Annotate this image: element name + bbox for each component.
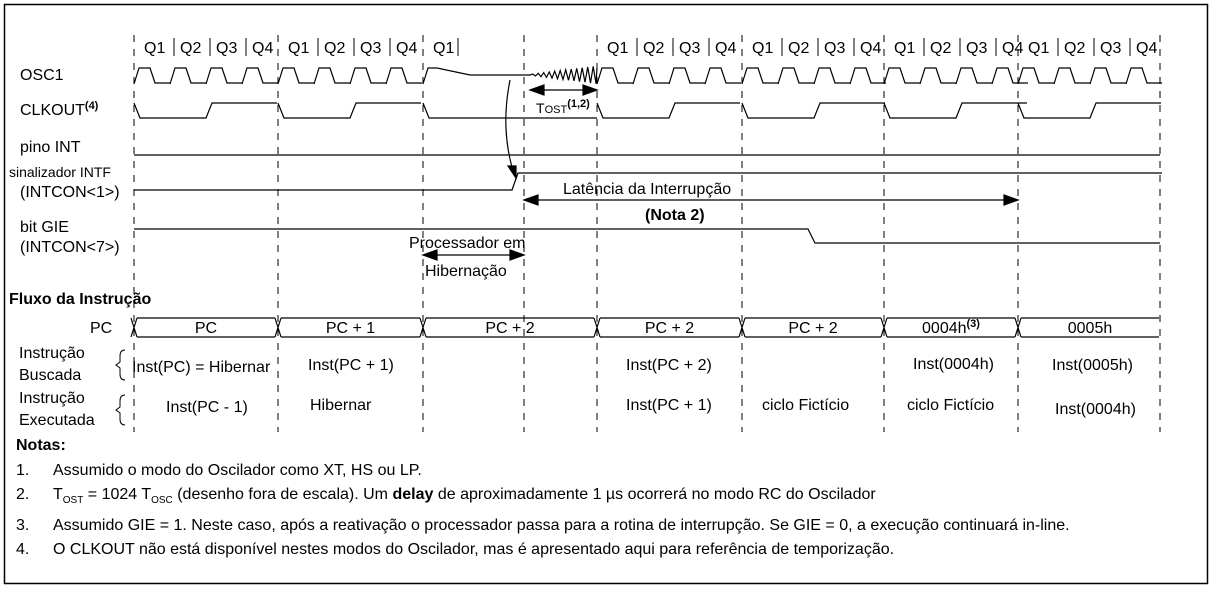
quarter-label: Q2 [180, 40, 201, 57]
tost-arrow-head [528, 84, 545, 96]
nota2-label: (Nota 2) [645, 207, 705, 224]
latency-label: Latência da Interrupção [563, 181, 731, 198]
note-1: 1.Assumido o modo do Oscilador como XT, … [16, 461, 422, 479]
executed-label: Instrução [19, 390, 85, 407]
fetched-cell: Inst(PC + 2) [626, 357, 712, 374]
clkout-label: CLKOUT(4) [20, 100, 99, 119]
notes-title: Notas: [16, 437, 66, 454]
pc-bus-segment [593, 317, 739, 338]
executed-brace [115, 394, 126, 426]
pc-bus-segment [738, 317, 881, 338]
wake-arrow [505, 79, 515, 175]
gie-wave [134, 228, 1160, 244]
pc-value: PC [195, 320, 217, 337]
executed-cell: ciclo Fictício [907, 397, 994, 414]
pc-value: PC + 2 [645, 320, 694, 337]
pc-bus-segment [419, 317, 594, 338]
notes: Notas: 1.Assumido o modo do Oscilador co… [16, 434, 1196, 563]
pc-bus-segment [1014, 317, 1159, 338]
cycle-boundaries [133, 35, 1161, 432]
executed-cell: ciclo Fictício [762, 397, 849, 414]
quarter-label: Q1 [1028, 40, 1049, 57]
pc-value: PC + 2 [485, 320, 534, 337]
pc-value: 0005h [1068, 320, 1113, 337]
latency-arrow-head [522, 194, 539, 206]
frame-border [3, 3, 1209, 585]
fetched-cell: Inst(PC + 1) [308, 357, 394, 374]
fetched-label-2: Buscada [19, 367, 81, 384]
quarter-label: Q4 [1002, 40, 1023, 57]
quarter-label: Q1 [894, 40, 915, 57]
intf-label: sinalizador INTF [9, 164, 111, 180]
tost-arrow-head [582, 84, 599, 96]
quarter-labels: Q1 Q2 Q3 Q4 Q1 Q2 Q3 Q4 Q1 Q2 Q3 Q4 Q1 Q2 Q3 Q4 Q1 Q2 Q3 Q4… [144, 38, 1157, 57]
quarter-label: Q2 [324, 40, 345, 57]
tost-label: TOST(1,2) [536, 98, 590, 116]
fetched-cell: Inst(0005h) [1052, 357, 1133, 374]
pc-values: PC PC + 1 PC + 2 PC + 2 PC + 2 0004h(3) 0005h [195, 318, 1112, 337]
gie-register-label: (INTCON<7>) [20, 239, 120, 256]
quarter-label: Q3 [216, 40, 237, 57]
pc-bus-segment [274, 317, 420, 338]
executed-cell: Inst(PC + 1) [626, 397, 712, 414]
sleep-arrow-head [509, 249, 526, 261]
pc-bus-segment [130, 317, 275, 338]
sleep-arrow-head [421, 249, 438, 261]
pc-value: 0004h(3) [922, 318, 980, 337]
quarter-label: Q4 [252, 40, 273, 57]
quarter-label: Q3 [966, 40, 987, 57]
quarter-label: Q4 [860, 40, 881, 57]
fetched-brace [115, 349, 126, 381]
pc-value: PC + 1 [326, 320, 375, 337]
quarter-label: Q2 [1064, 40, 1085, 57]
latency-arrow-head [1003, 194, 1020, 206]
pc-value: PC + 2 [788, 320, 837, 337]
note-4: 4.O CLKOUT não está disponível nestes mo… [16, 541, 895, 559]
quarter-label: Q1 [752, 40, 773, 57]
wake-arrow-head [506, 165, 517, 180]
note-2: 2.TOST = 1024 TOSC (desenho fora de esca… [16, 486, 876, 507]
gie-label: bit GIE [20, 219, 69, 236]
quarter-label: Q1 [607, 40, 628, 57]
quarter-label: Q3 [360, 40, 381, 57]
quarter-label: Q3 [679, 40, 700, 57]
quarter-label: Q4 [715, 40, 736, 57]
executed-label-2: Executada [19, 412, 95, 429]
pc-label: PC [90, 320, 112, 337]
clkout-wave [133, 102, 1161, 119]
note-3: 3.Assumido GIE = 1. Neste caso, após a r… [16, 516, 1070, 534]
quarter-label: Q2 [930, 40, 951, 57]
fetched-cell: Inst(PC) = Hibernar [132, 359, 271, 376]
pino-int-label: pino INT [20, 139, 81, 156]
executed-cell: Hibernar [310, 397, 372, 414]
quarter-label: Q2 [643, 40, 664, 57]
sleep-label-2: Hibernação [425, 263, 507, 280]
flow-title: Fluxo da Instrução [9, 291, 151, 308]
fetched-cell: Inst(0004h) [913, 356, 994, 373]
waveforms [130, 66, 1162, 338]
pc-bus-segment [880, 317, 1015, 338]
sleep-label: Processador em [409, 235, 526, 252]
executed-cell: Inst(PC - 1) [166, 399, 248, 416]
quarter-label: Q3 [824, 40, 845, 57]
osc1-label: OSC1 [20, 67, 64, 84]
intf-register-label: (INTCON<1>) [20, 184, 120, 201]
quarter-label: Q3 [1100, 40, 1121, 57]
osc1-wave [133, 67, 1162, 85]
quarter-label: Q4 [396, 40, 417, 57]
intf-wave [134, 172, 1162, 191]
executed-cell: Inst(0004h) [1055, 401, 1136, 418]
quarter-label: Q4 [1136, 40, 1157, 57]
fetched-label: Instrução [19, 345, 85, 362]
quarter-label: Q1 [288, 40, 309, 57]
quarter-label: Q1 [144, 40, 165, 57]
quarter-label: Q1 [433, 40, 454, 57]
oscillator-startup [529, 66, 598, 84]
quarter-label: Q2 [788, 40, 809, 57]
